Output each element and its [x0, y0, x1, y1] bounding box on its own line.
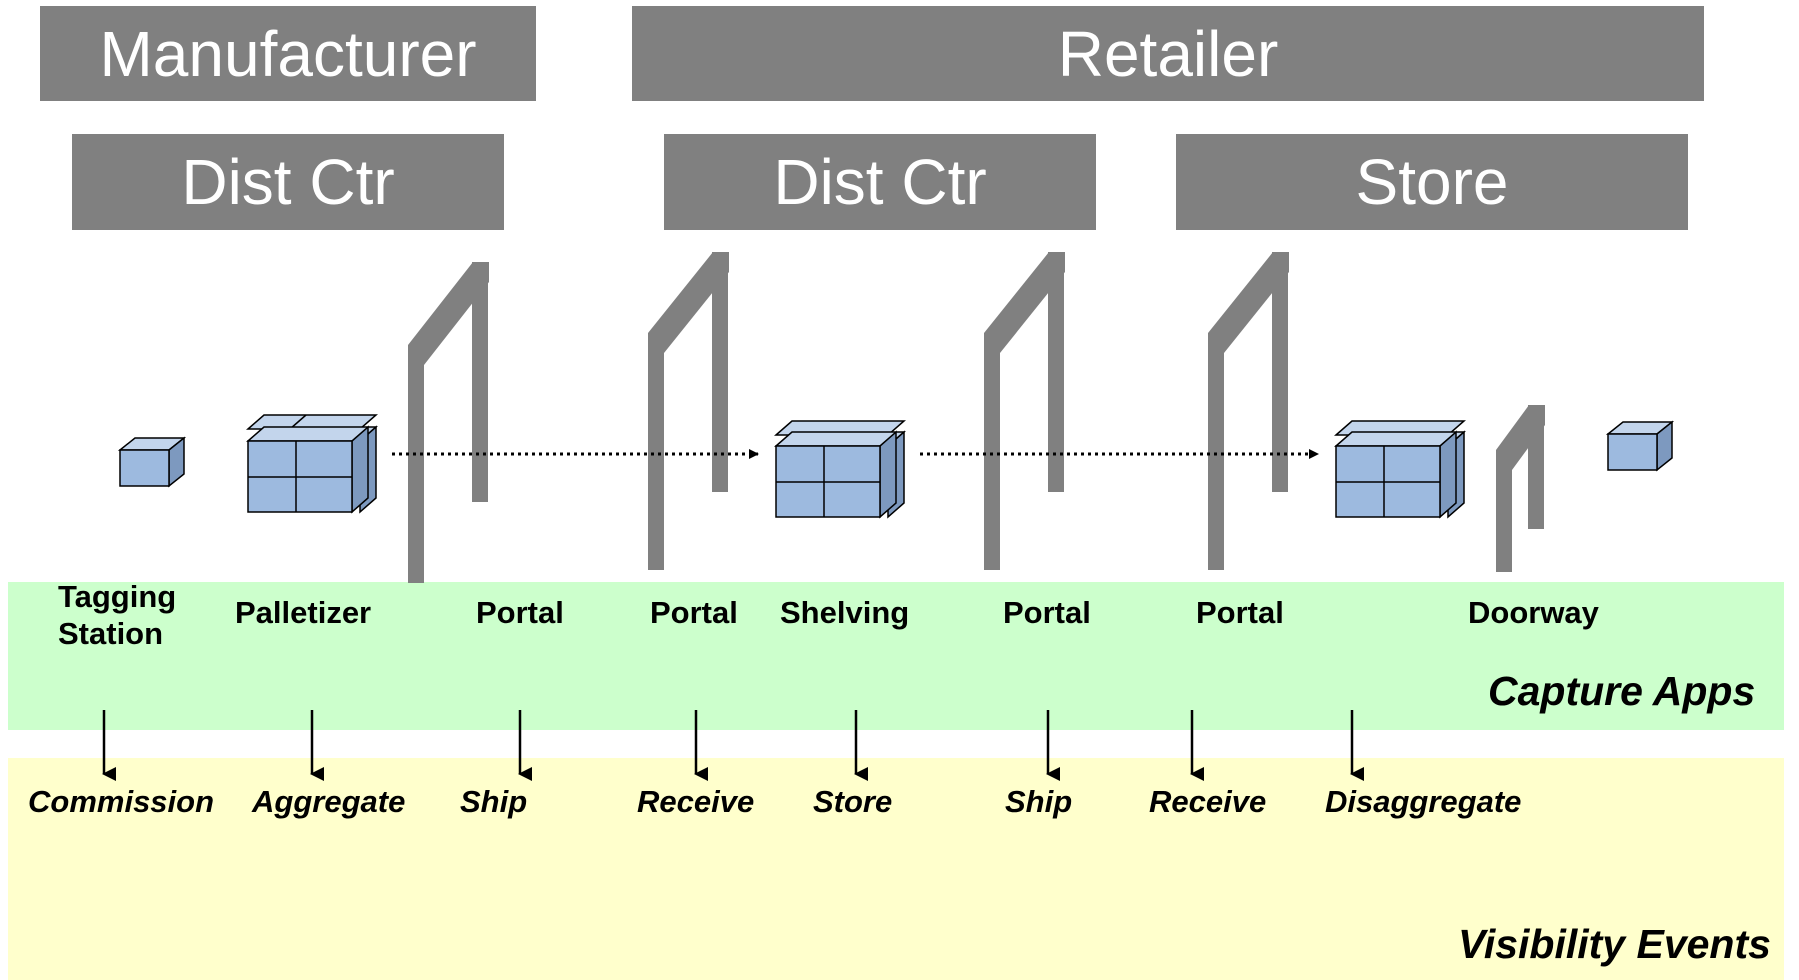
- visibility-events-band: [8, 758, 1784, 980]
- event-label-commission: Commission: [28, 784, 215, 819]
- capture-label-portal-4: Portal: [1196, 595, 1284, 630]
- portal-1-icon: [408, 262, 489, 583]
- event-label-store: Store: [813, 784, 893, 819]
- visibility-events-title: Visibility Events: [1458, 921, 1771, 967]
- event-label-receive-1: Receive: [637, 784, 755, 819]
- retailer-header: Retailer: [632, 6, 1704, 101]
- event-label-aggregate: Aggregate: [252, 784, 406, 819]
- manufacturer-dist-ctr-header: Dist Ctr: [72, 134, 504, 230]
- portal-3-icon: [984, 252, 1065, 570]
- retailer-dist-ctr-header: Dist Ctr: [664, 134, 1096, 230]
- manufacturer-header: Manufacturer: [40, 6, 536, 101]
- capture-label-portal-2: Portal: [650, 595, 738, 630]
- event-label-disaggregate: Disaggregate: [1325, 784, 1522, 819]
- capture-label-doorway: Doorway: [1468, 595, 1599, 630]
- capture-label-tagging-station: Tagging Station: [58, 579, 177, 651]
- pallet-icon-shelving: [774, 420, 906, 519]
- capture-apps-band: [8, 582, 1784, 730]
- capture-label-palletizer: Palletizer: [235, 595, 372, 630]
- pallet-icon-palletizer: [246, 414, 378, 514]
- case-icon-doorway: [1605, 420, 1675, 472]
- pallet-icon-store: [1334, 420, 1466, 519]
- portal-2-icon: [648, 252, 729, 570]
- capture-label-shelving: Shelving: [780, 595, 910, 630]
- case-icon-tagging: [117, 436, 187, 488]
- portal-4-icon: [1208, 252, 1289, 570]
- doorway-icon: [1496, 405, 1545, 572]
- event-label-ship-1: Ship: [460, 784, 528, 819]
- store-header: Store: [1176, 134, 1688, 230]
- capture-apps-title: Capture Apps: [1488, 668, 1756, 714]
- capture-label-portal-1: Portal: [476, 595, 564, 630]
- event-label-ship-2: Ship: [1005, 784, 1073, 819]
- event-label-receive-2: Receive: [1149, 784, 1267, 819]
- capture-label-portal-3: Portal: [1003, 595, 1091, 630]
